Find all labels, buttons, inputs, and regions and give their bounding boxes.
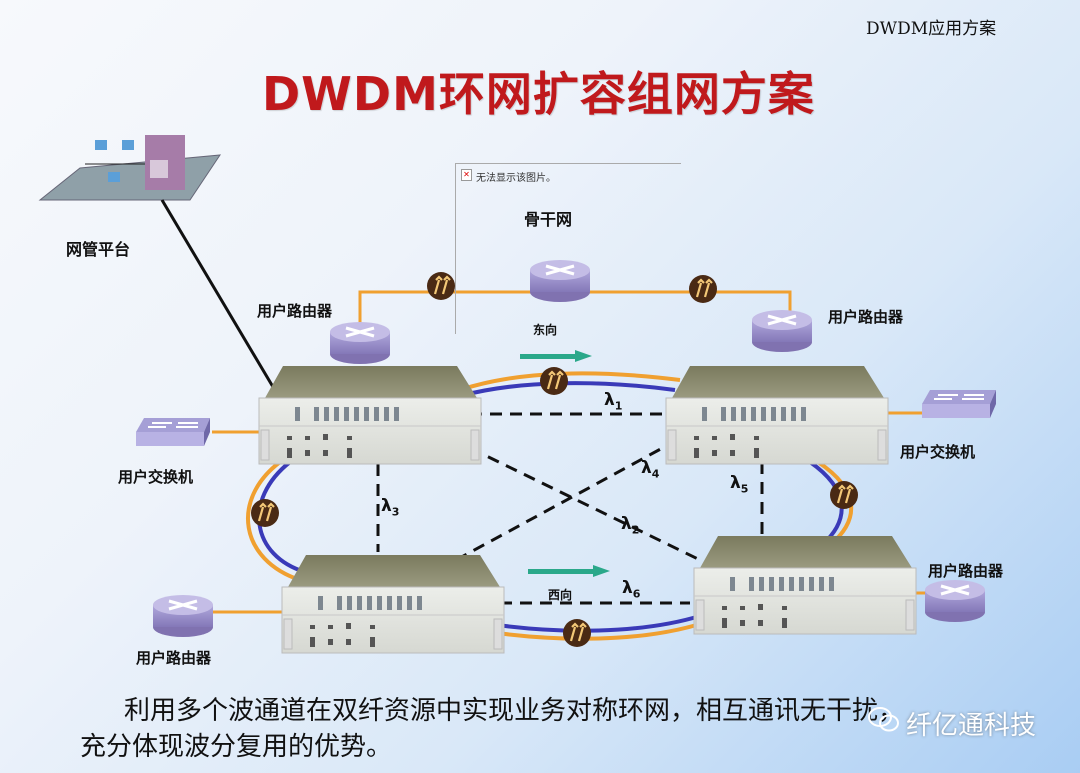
switch-right-label: 用户交换机 xyxy=(900,443,976,461)
lambda-1: λ1 xyxy=(604,390,623,413)
nms-link xyxy=(160,199,278,393)
amplifier-icon xyxy=(249,497,281,529)
wechat-icon xyxy=(868,707,899,732)
router-top-right-label: 用户路由器 xyxy=(828,308,904,326)
backbone-label: 骨干网 xyxy=(524,210,573,229)
lambda-2: λ2 xyxy=(621,514,640,537)
broken-image-icon: ✕ xyxy=(461,169,472,181)
fiber-top-blue xyxy=(459,381,676,398)
router-top-right-icon xyxy=(750,308,814,354)
amplifier-icon xyxy=(828,479,860,511)
amplifier-icon xyxy=(687,273,719,305)
nms-label: 网管平台 xyxy=(66,240,131,259)
switch-left-label: 用户交换机 xyxy=(118,468,194,486)
router-bottom-left-icon xyxy=(151,593,215,639)
header-label: DWDM应用方案 xyxy=(866,19,997,39)
router-top-left-label: 用户路由器 xyxy=(257,302,333,320)
lambda-3: λ3 xyxy=(381,496,400,519)
switch-right-icon xyxy=(921,389,997,419)
lambda-4: λ4 xyxy=(641,458,660,481)
fiber-bottom-orange xyxy=(489,622,701,641)
wavelength-paths xyxy=(376,412,764,605)
amplifier-icon xyxy=(538,365,570,397)
broken-image-placeholder: ✕ 无法显示该图片。 xyxy=(455,163,681,334)
east-label: 东向 xyxy=(533,323,558,337)
router-top-left-icon xyxy=(328,320,392,366)
footer-description: 利用多个波通道在双纤资源中实现业务对称环网，相互通讯无干扰， 充分体现波分复用的… xyxy=(80,693,904,765)
dwdm-node-top-right xyxy=(665,365,889,465)
router-bottom-right-icon xyxy=(923,578,987,624)
dwdm-node-bottom-right xyxy=(693,535,917,635)
nms-platform-icon xyxy=(38,135,221,201)
amplifier-icon xyxy=(561,617,593,649)
amplifier-icon xyxy=(425,270,457,302)
watermark-text: 纤亿通科技 xyxy=(906,711,1037,741)
fiber-bottom-blue xyxy=(489,614,701,633)
router-bottom-left-label: 用户路由器 xyxy=(136,649,212,667)
dwdm-node-bottom-left xyxy=(281,554,505,654)
footer-line-2: 充分体现波分复用的优势。 xyxy=(80,732,393,762)
lambda-6: λ6 xyxy=(622,578,641,601)
fiber-left-orange xyxy=(245,460,301,582)
router-bottom-right-label: 用户路由器 xyxy=(928,562,1004,580)
page-title: DWDM环网扩容组网方案 xyxy=(262,67,815,121)
lambda-5: λ5 xyxy=(730,473,749,496)
footer-line-1: 利用多个波通道在双纤资源中实现业务对称环网，相互通讯无干扰， xyxy=(124,696,905,726)
west-arrow-icon xyxy=(528,565,610,577)
switch-left-icon xyxy=(135,417,211,447)
broken-image-text: 无法显示该图片。 xyxy=(476,173,556,184)
dwdm-node-top-left xyxy=(258,365,482,465)
east-arrow-icon xyxy=(520,350,592,362)
west-label: 西向 xyxy=(548,588,573,602)
